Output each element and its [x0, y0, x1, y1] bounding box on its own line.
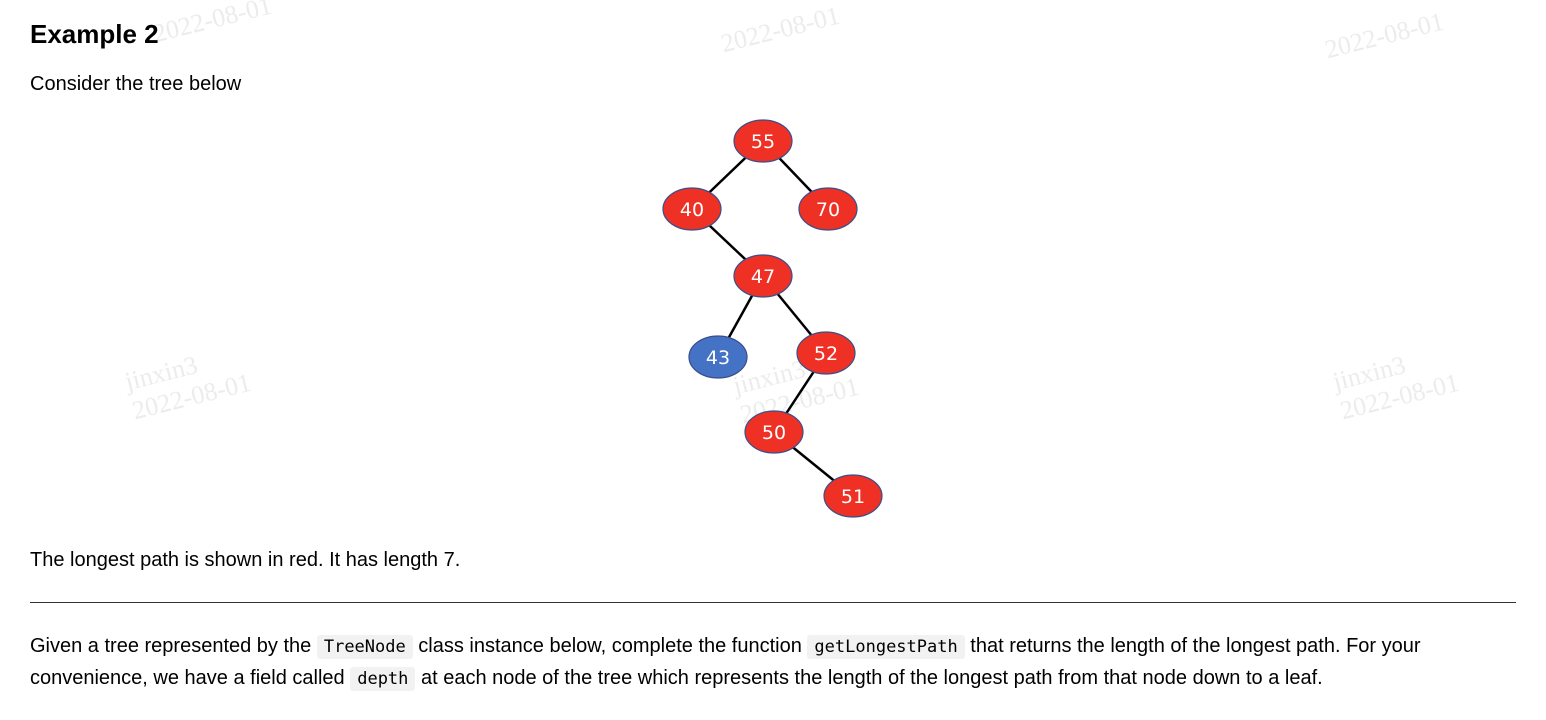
tree-node-label: 52: [814, 343, 838, 365]
tree-node-40: 40: [662, 187, 722, 231]
tree-node-shape: [662, 187, 722, 231]
example-heading: Example 2: [30, 19, 159, 49]
tree-node-shape: [733, 119, 793, 163]
tree-node-43: 43: [688, 335, 748, 379]
code-get-longest-path: getLongestPath: [807, 635, 965, 659]
description-text: Given a tree represented by the: [30, 635, 312, 657]
tree-node-52: 52: [796, 331, 856, 375]
tree-node-shape: [823, 474, 883, 518]
tree-node-shape: [798, 187, 858, 231]
problem-description: Given a tree represented by the TreeNode…: [30, 631, 1520, 695]
intro-text: Consider the tree below: [30, 73, 242, 95]
divider: [30, 602, 1516, 603]
tree-node-label: 70: [816, 199, 840, 221]
description-text: at each node of the tree which represent…: [420, 667, 1323, 689]
caption-text: The longest path is shown in red. It has…: [30, 549, 461, 571]
tree-node-label: 51: [841, 486, 865, 508]
code-depth: depth: [350, 667, 416, 691]
description-text: that returns the length of the longest p…: [30, 635, 1421, 689]
tree-node-shape: [796, 331, 856, 375]
tree-node-shape: [744, 410, 804, 454]
tree-node-51: 51: [823, 474, 883, 518]
code-treenode: TreeNode: [316, 635, 413, 659]
tree-node-70: 70: [798, 187, 858, 231]
tree-node-47: 47: [733, 254, 793, 298]
description-text: class instance below, complete the funct…: [418, 635, 802, 657]
tree-node-55: 55: [733, 119, 793, 163]
tree-node-label: 43: [706, 347, 730, 369]
tree-node-shape: [688, 335, 748, 379]
tree-node-label: 40: [680, 199, 704, 221]
tree-node-label: 47: [751, 266, 775, 288]
tree-node-shape: [733, 254, 793, 298]
tree-node-label: 55: [751, 131, 775, 153]
tree-node-label: 50: [762, 422, 786, 444]
tree-node-50: 50: [744, 410, 804, 454]
tree-diagram: 55 40 70 47 43 52 50 51: [662, 119, 883, 518]
